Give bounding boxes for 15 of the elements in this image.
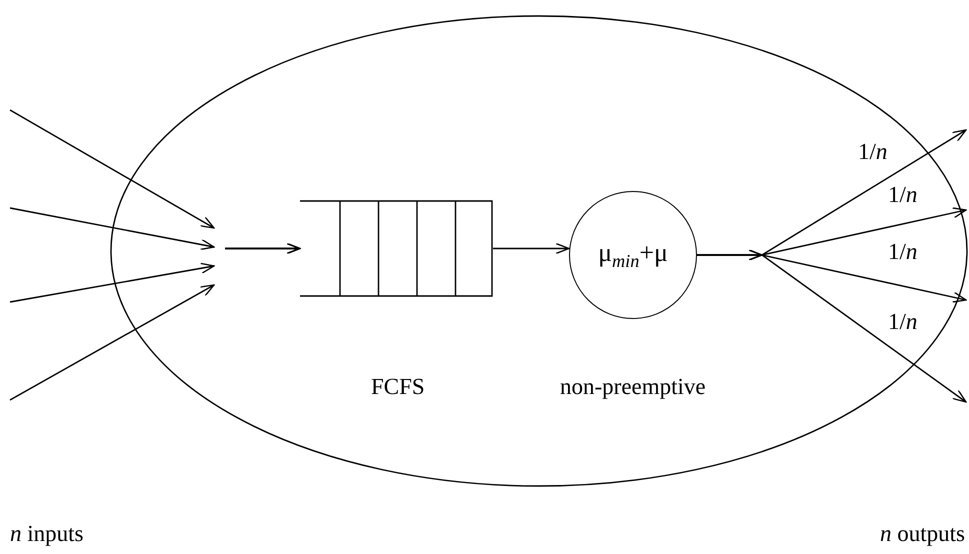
arrow [493,242,570,254]
arrow [697,249,967,403]
server-circle [569,191,697,319]
rate-formula: μ$_{min}$+μ [598,238,668,272]
caption-text: n inputs [10,522,84,545]
arrow [10,242,301,401]
system-ellipse [110,15,968,487]
caption-text: n outputs [880,522,965,545]
caption-text: non-preemptive [560,375,706,398]
edge-label: 1/n [888,310,918,333]
edge-label: 1/n [858,140,888,163]
edge-label: 1/n [888,240,918,263]
edge-label: 1/n [888,183,918,206]
queue-buffer [300,200,493,297]
caption-text: FCFS [371,375,425,398]
